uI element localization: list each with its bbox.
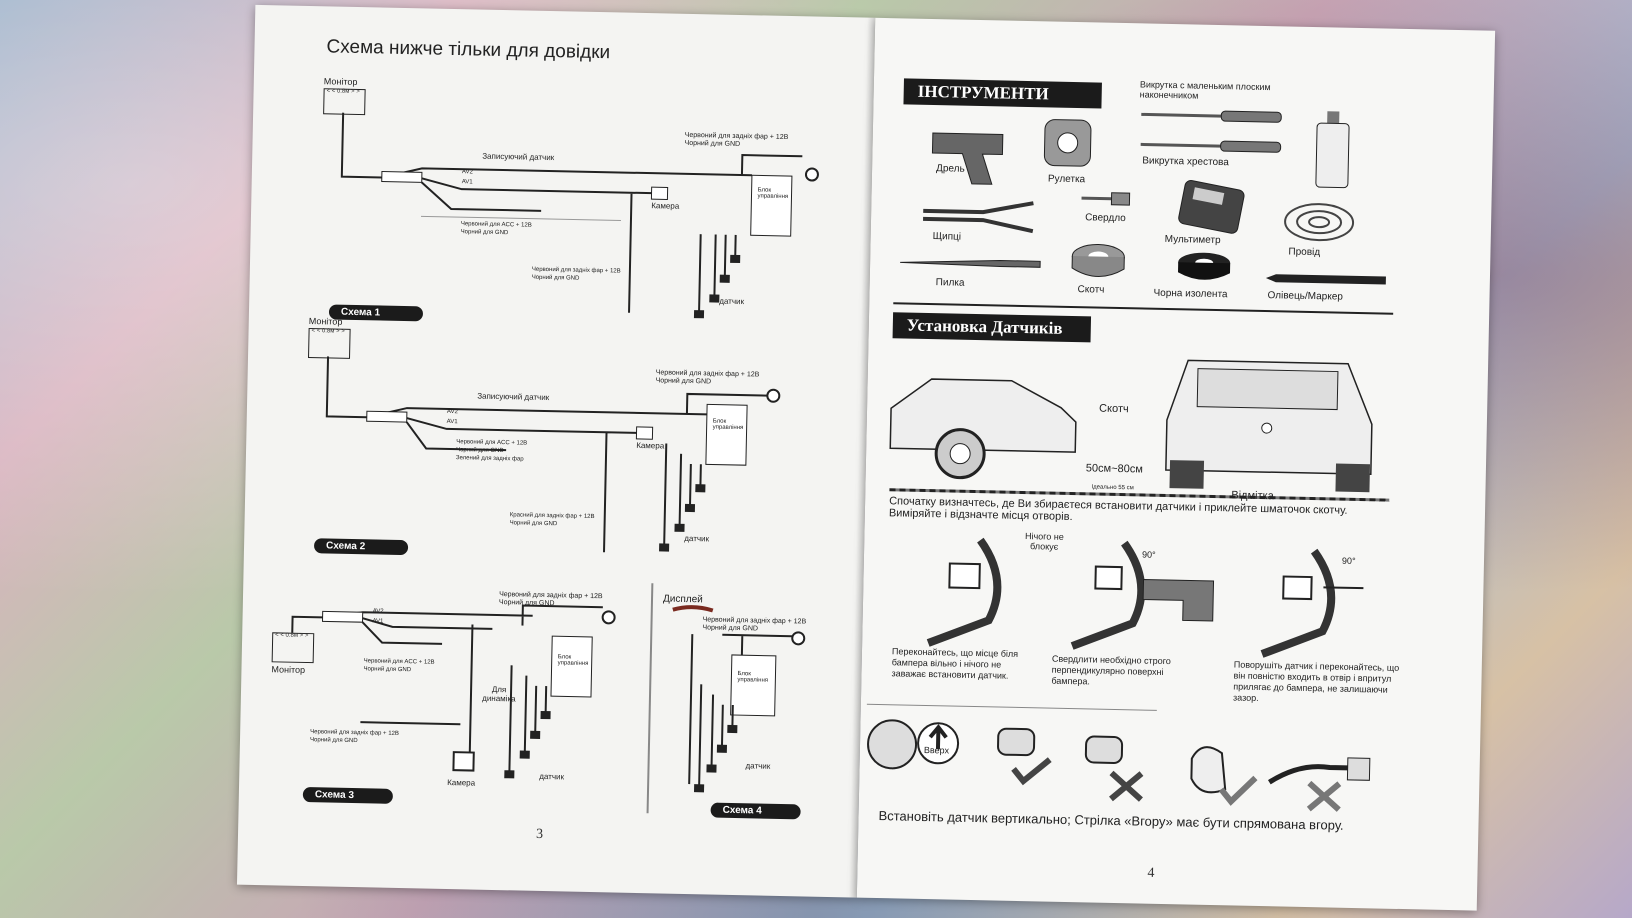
tape-measure-label: Рулетка xyxy=(1047,173,1086,186)
rear-black-2-label: Чорний для GND xyxy=(509,520,558,528)
angle-label-2: 90° xyxy=(1341,555,1356,566)
multimeter-label: Мультиметр xyxy=(1164,233,1221,247)
angle-label-1: 90° xyxy=(1141,549,1156,560)
wire-label: Провід xyxy=(1288,246,1321,259)
sensor-label: датчик xyxy=(745,761,771,771)
drill-label: Дрель xyxy=(935,163,965,175)
drill-bit-label: Свердло xyxy=(1085,212,1126,225)
cable-wrong-illustration xyxy=(1267,742,1380,814)
marker-icon xyxy=(1265,272,1386,287)
hand-correct-illustration xyxy=(1181,738,1262,810)
drill-icon xyxy=(922,123,1013,185)
step-3-text: Поворушіть датчик і переконайтесь, що ві… xyxy=(1233,659,1400,703)
right-page: ІНСТРУМЕНТИ Дрель Рулетка Викрутка с мал… xyxy=(856,17,1496,911)
wiring-diagram-4 xyxy=(672,605,806,793)
file-icon xyxy=(900,254,1041,271)
tape-measure-icon xyxy=(1042,117,1103,168)
tape-roll-icon xyxy=(1070,242,1127,283)
car-side-illustration xyxy=(889,348,1083,482)
car-tape-label: Скотч xyxy=(1098,402,1129,416)
step-1-text: Переконайтесь, що місце біля бампера віл… xyxy=(891,646,1019,681)
flat-screwdriver-label: Викрутка с маленьким плоским наконечнико… xyxy=(1139,79,1271,101)
trigger-label: Записуючий датчик xyxy=(482,151,555,163)
bottle-icon xyxy=(1312,109,1354,190)
control-unit-label: Блок управління xyxy=(737,671,769,684)
wiring-diagram-1 xyxy=(340,112,819,319)
step-2-text: Свердлити необхідно строго перпендикуляр… xyxy=(1051,653,1171,687)
left-page: Схема нижче тільки для довідки Монітор <… xyxy=(236,4,876,898)
acc-black-label: Чорний для GND xyxy=(363,666,412,674)
bumper-illustration-1 xyxy=(908,537,1020,651)
flat-screwdriver-icon xyxy=(1141,107,1282,124)
scheme-3-badge: Схема 3 xyxy=(302,786,394,804)
sensor-label: датчик xyxy=(719,296,745,307)
marker-label: Олівець/Маркер xyxy=(1267,290,1344,303)
speaker-label: Для динаміка xyxy=(482,684,516,704)
sensor-label: датчик xyxy=(684,533,710,544)
wiring-diagram-3 xyxy=(291,604,616,779)
drill-bit-icon xyxy=(1081,188,1131,209)
av2-label: AV2 xyxy=(372,608,384,615)
scheme-3: < < 0.8м > > Монітор AV2 AV1 Червоний дл… xyxy=(269,580,654,818)
control-unit-label: Блок управління xyxy=(557,654,589,667)
multimeter-icon xyxy=(1177,180,1248,234)
rear-black-label: Чорний для GND xyxy=(655,377,712,386)
manual-booklet: Схема нижче тільки для довідки Монітор <… xyxy=(236,4,1523,915)
height-label: 50см~80см xyxy=(1085,462,1144,476)
scheme-2-badge: Схема 2 xyxy=(313,538,409,556)
sensor-correct-illustration xyxy=(993,724,1064,795)
av1-label: AV1 xyxy=(372,618,384,625)
av2-label: AV2 xyxy=(461,169,473,176)
rear-black-2-label: Чорний для GND xyxy=(531,274,580,282)
scheme-1: Монітор < < 0.8м > > Записуючий датчик A… xyxy=(319,76,824,326)
page-number-right: 4 xyxy=(1147,865,1155,881)
camera-label: Камера xyxy=(651,201,680,211)
acc-black-label: Чорний для GND xyxy=(460,229,509,237)
rear-black-2-label: Чорний для GND xyxy=(309,737,358,745)
pliers-icon xyxy=(923,201,1044,234)
scheme-4: Дисплей Червоний для задніх фар + 12В Чо… xyxy=(658,593,833,827)
rear-black-label: Чорний для GND xyxy=(684,139,741,149)
acc-black-label: Чорний для GND xyxy=(456,447,504,455)
tools-heading: ІНСТРУМЕНТИ xyxy=(903,78,1102,109)
cross-screwdriver-icon xyxy=(1140,137,1282,154)
camera-label: Камера xyxy=(636,440,665,451)
trigger-label: Записуючий датчик xyxy=(477,391,550,403)
scheme-2: Монітор < < 0.8м > > Записуючий датчик A… xyxy=(304,316,809,566)
cross-screwdriver-label: Викрутка хрестова xyxy=(1142,155,1229,169)
av1-label: AV1 xyxy=(461,179,473,186)
wiring-diagram-2 xyxy=(325,356,781,553)
bumper-illustration-3 xyxy=(1252,548,1384,663)
av2-label: AV2 xyxy=(446,408,458,416)
control-unit-label: Блок управління xyxy=(757,187,789,201)
sensor-label: датчик xyxy=(539,771,565,782)
section-divider xyxy=(866,703,1157,711)
pliers-label: Щипці xyxy=(932,231,962,243)
up-label: Вверх xyxy=(923,744,950,756)
ideal-height-label: Ідеально 55 см xyxy=(1091,484,1134,492)
left-page-heading: Схема нижче тільки для довідки xyxy=(326,36,611,64)
page-number-left: 3 xyxy=(535,826,544,843)
rear-black-label: Чорний для GND xyxy=(702,624,759,633)
install-heading: Установка Датчиків xyxy=(892,312,1092,343)
sensor-wrong-illustration xyxy=(1081,732,1162,804)
wire-coil-icon xyxy=(1281,196,1362,248)
car-rear-illustration xyxy=(1155,340,1388,495)
control-unit-label: Блок управління xyxy=(712,418,744,432)
scheme-4-badge: Схема 4 xyxy=(710,802,801,820)
rear-black-label: Чорний для GND xyxy=(498,599,555,608)
camera-label: Камера xyxy=(447,778,476,788)
sensor-up-illustration xyxy=(863,714,974,776)
bumper-illustration-2 xyxy=(1070,540,1224,655)
black-tape-icon xyxy=(1176,250,1233,285)
nothing-blocks-label: Нічого не блокує xyxy=(1024,531,1064,552)
av1-label: AV1 xyxy=(446,418,458,426)
mark-label: Відмітка xyxy=(1231,489,1274,503)
file-label: Пилка xyxy=(935,277,965,289)
black-tape-label: Чорна изолента xyxy=(1153,287,1228,301)
tape-roll-label: Скотч xyxy=(1077,284,1105,296)
